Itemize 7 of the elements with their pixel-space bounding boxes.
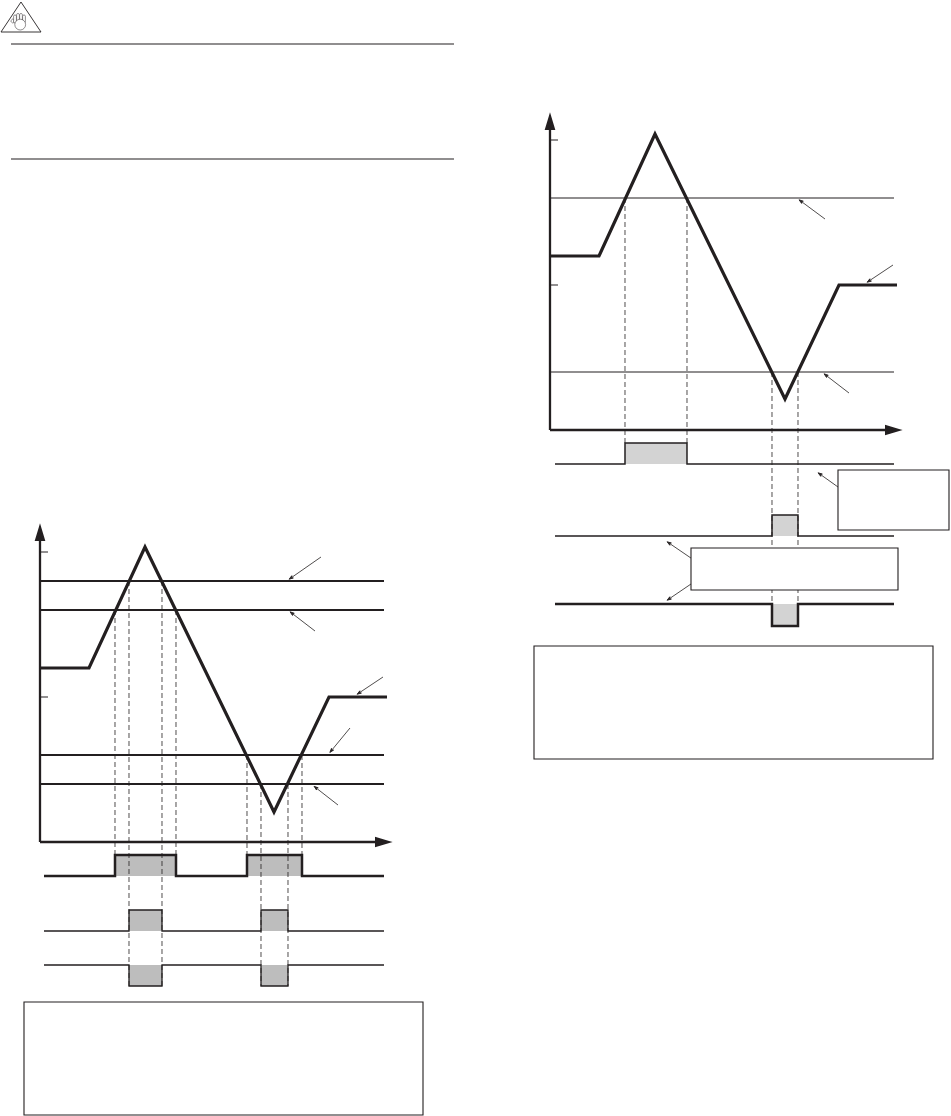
leader-arrow (666, 541, 692, 559)
callout-box (837, 469, 950, 531)
callout-box (690, 547, 899, 591)
leader-arrow (666, 583, 692, 601)
leader-arrow (817, 472, 839, 488)
blank-box (533, 645, 934, 760)
blank-box (23, 1001, 424, 1116)
